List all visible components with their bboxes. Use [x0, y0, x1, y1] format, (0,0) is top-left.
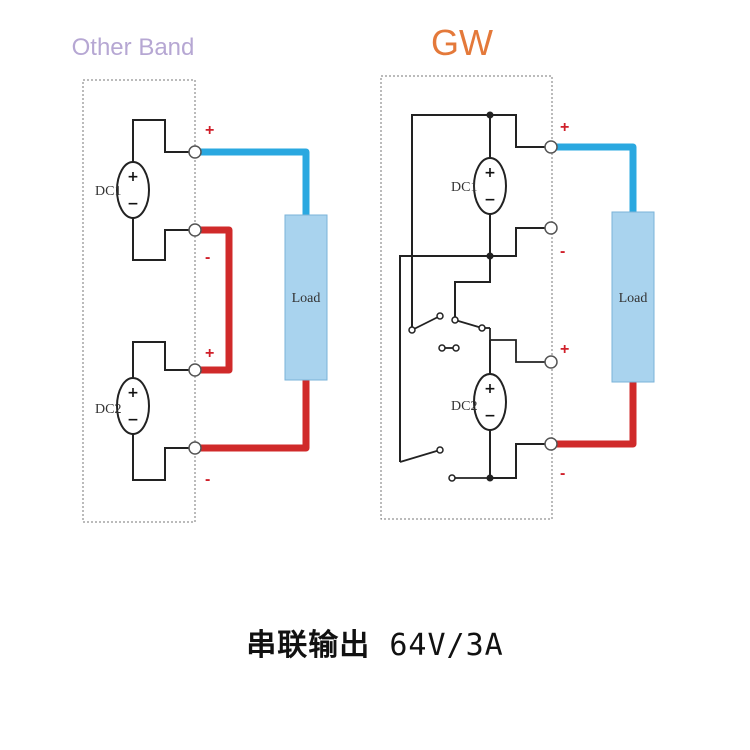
output-rating-label: 64V/3A	[389, 628, 504, 663]
left-polarity-3: +	[205, 345, 214, 362]
svg-text:−: −	[484, 192, 496, 208]
left-polarity-2: -	[205, 249, 210, 266]
right-panel-title: GW	[431, 22, 493, 63]
right-dc2-label: DC2	[451, 399, 477, 414]
right-load-box	[611, 211, 655, 383]
svg-text:−: −	[484, 408, 496, 424]
right-terminals	[544, 140, 558, 451]
output-mode-label: 串联输出	[246, 628, 371, 663]
right-dc1-source: + −	[473, 157, 507, 215]
right-switch-wiring	[399, 315, 551, 479]
left-positive-wire	[195, 148, 310, 215]
svg-text:−: −	[127, 196, 139, 212]
right-polarity-3: +	[560, 341, 569, 358]
left-panel: Other Band + − DC1 + − DC2	[72, 34, 328, 523]
right-junction-dots	[486, 111, 494, 482]
right-positive-wire	[551, 143, 637, 212]
right-dc1-label: DC1	[451, 180, 477, 195]
right-polarity-1: +	[560, 119, 569, 136]
left-negative-wire	[195, 380, 310, 452]
left-polarity-1: +	[205, 122, 214, 139]
left-dc2-label: DC2	[95, 402, 121, 417]
left-load-label: Load	[292, 291, 321, 306]
left-terminals	[188, 145, 202, 455]
right-dc2-source: + −	[473, 373, 507, 431]
svg-text:−: −	[127, 412, 139, 428]
left-dc1-label: DC1	[95, 184, 121, 199]
left-dc2-wiring	[132, 341, 195, 481]
right-polarity-2: -	[560, 243, 565, 260]
left-dc1-source: + −	[116, 161, 150, 219]
right-switch-contacts	[408, 312, 486, 482]
right-load-label: Load	[619, 291, 648, 306]
left-dc2-source: + −	[116, 377, 150, 435]
left-polarity-4: -	[205, 471, 210, 488]
right-dc1-wiring	[399, 114, 551, 462]
svg-text:+: +	[484, 381, 496, 397]
left-dc1-wiring	[132, 119, 195, 261]
right-enclosure	[380, 75, 553, 520]
output-caption: 串联输出 64V/3A	[0, 620, 750, 664]
right-panel: GW + − DC1	[380, 22, 655, 520]
svg-text:+: +	[127, 385, 139, 401]
right-polarity-4: -	[560, 465, 565, 482]
right-dc2-wiring	[489, 340, 551, 479]
left-enclosure	[82, 79, 196, 523]
right-negative-wire	[551, 382, 637, 448]
svg-text:+: +	[484, 165, 496, 181]
left-series-link-wire	[195, 226, 233, 374]
left-panel-title: Other Band	[72, 34, 195, 61]
left-load-box	[284, 214, 328, 381]
svg-text:+: +	[127, 169, 139, 185]
